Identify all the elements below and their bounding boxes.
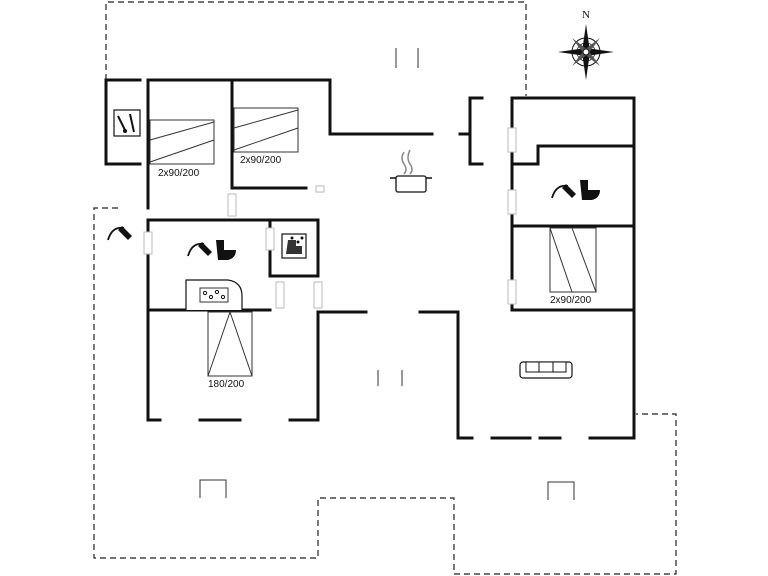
- terrace-outlines: [93, 1, 677, 575]
- sofa-icon: [519, 361, 573, 379]
- bed-top-left: 2x90/200: [149, 119, 215, 179]
- utility-room-icon: [113, 109, 141, 137]
- cooking-pot-icon: [390, 149, 432, 193]
- compass-north-label: N: [582, 9, 590, 21]
- steps-icon: [199, 479, 227, 498]
- bathroom-icon: [551, 180, 600, 200]
- walls: [104, 78, 636, 440]
- compass-rose-icon: N: [558, 9, 614, 80]
- toilet-icon: [580, 180, 600, 200]
- steps-markers: [199, 48, 575, 500]
- steps-icon: [395, 48, 419, 68]
- shower-icon: [107, 226, 132, 241]
- sauna-icon: [281, 233, 307, 259]
- bed-label-right: 2x90/200: [550, 295, 592, 306]
- bed-label-double: 180/200: [208, 379, 245, 390]
- bed-label-top-left: 2x90/200: [158, 168, 200, 179]
- windows: [143, 127, 517, 309]
- bed-right: 2x90/200: [549, 227, 597, 306]
- bathroom-icon: [187, 240, 236, 260]
- hot-tub-icon: [185, 279, 243, 310]
- bed-top-middle: 2x90/200: [233, 107, 299, 166]
- toilet-icon: [216, 240, 236, 260]
- bed-label-top-middle: 2x90/200: [240, 155, 282, 166]
- bed-double: 180/200: [207, 310, 253, 390]
